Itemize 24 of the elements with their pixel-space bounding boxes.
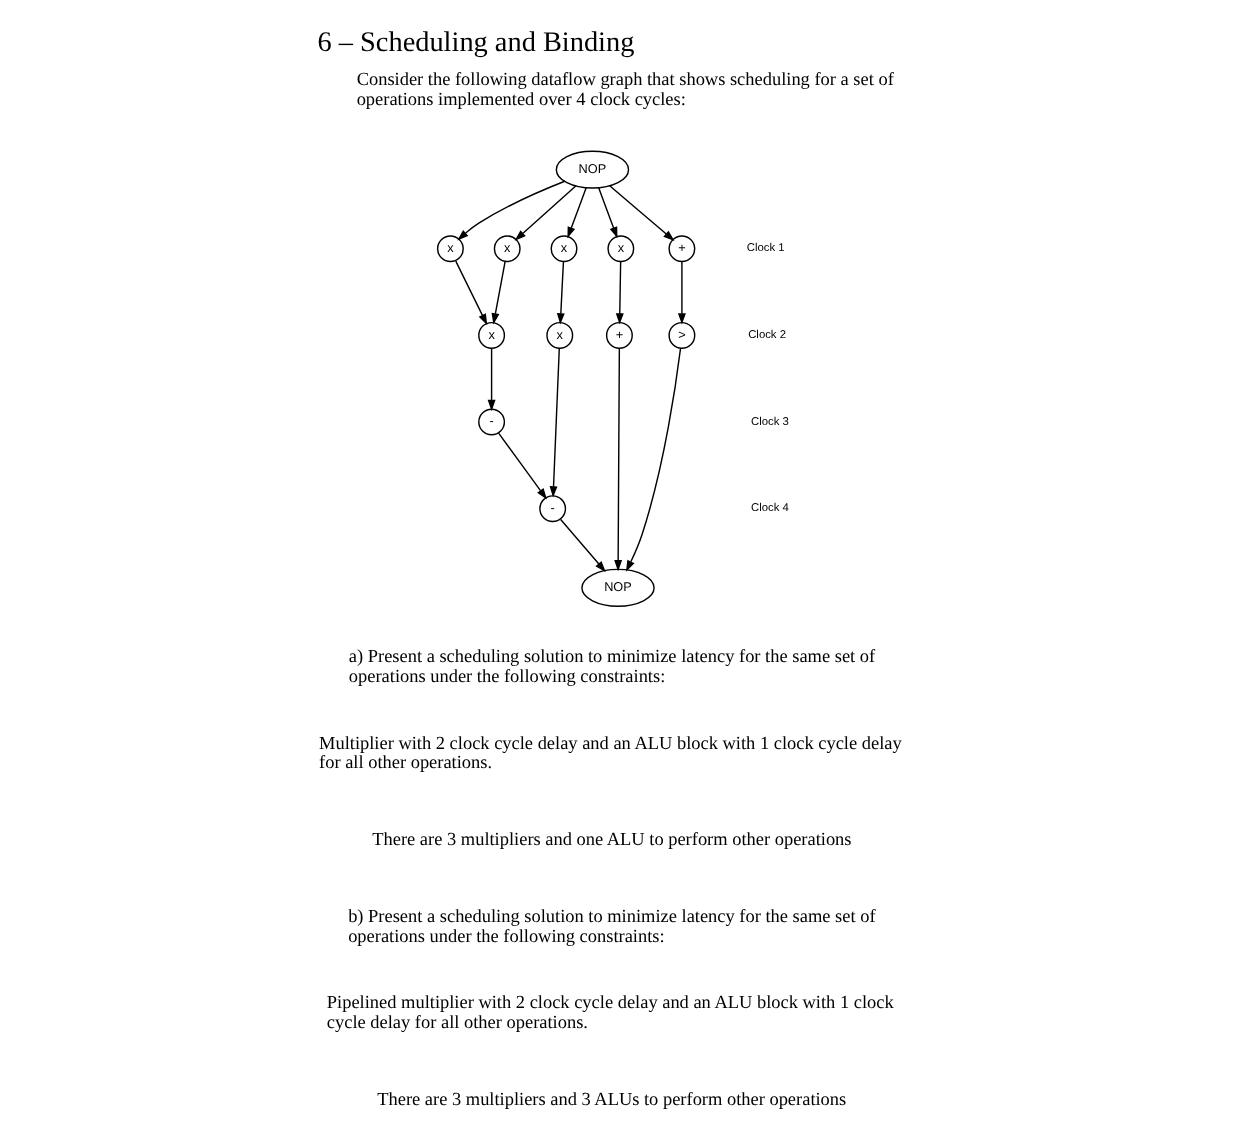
label: b) Present a scheduling solution to minimize latency for the same set of operations under the following constraints: xyxy=(347,905,875,946)
label: Pipelined multiplier with 2 clock cycle delay and an ALU block with 1 clock cycle delay for all other operations. xyxy=(325,992,893,1033)
label: a) Present a scheduling solution to minimize latency for the same set of operations under the following constraints: xyxy=(347,645,875,686)
label: There are 3 multipliers and 3 ALUs to perform other operations xyxy=(376,1088,846,1109)
arrow xyxy=(613,347,622,572)
arrow xyxy=(513,185,576,241)
arrow xyxy=(624,347,681,572)
arrow xyxy=(456,180,565,241)
arrow xyxy=(454,260,487,326)
arrow xyxy=(490,261,505,325)
arrow xyxy=(596,186,617,239)
arrow xyxy=(608,185,674,242)
arrow xyxy=(555,261,564,325)
label: Multiplier with 2 clock cycle delay and an ALU block with 1 clock cycle delay for all other operations. xyxy=(318,732,901,773)
arrow xyxy=(486,347,495,412)
arrow xyxy=(548,347,559,498)
arrow xyxy=(558,518,605,573)
arrow xyxy=(614,261,623,325)
label: There are 3 multipliers and one ALU to perform other operations xyxy=(371,829,851,850)
arrow xyxy=(566,186,586,239)
arrow xyxy=(496,432,546,500)
label: Consider the following dataflow graph that shows scheduling for a set of operations implemented over 4 clock cycles: xyxy=(355,69,893,110)
arrow xyxy=(676,261,685,325)
diagram-title: 6 – Scheduling and Binding xyxy=(316,26,634,59)
